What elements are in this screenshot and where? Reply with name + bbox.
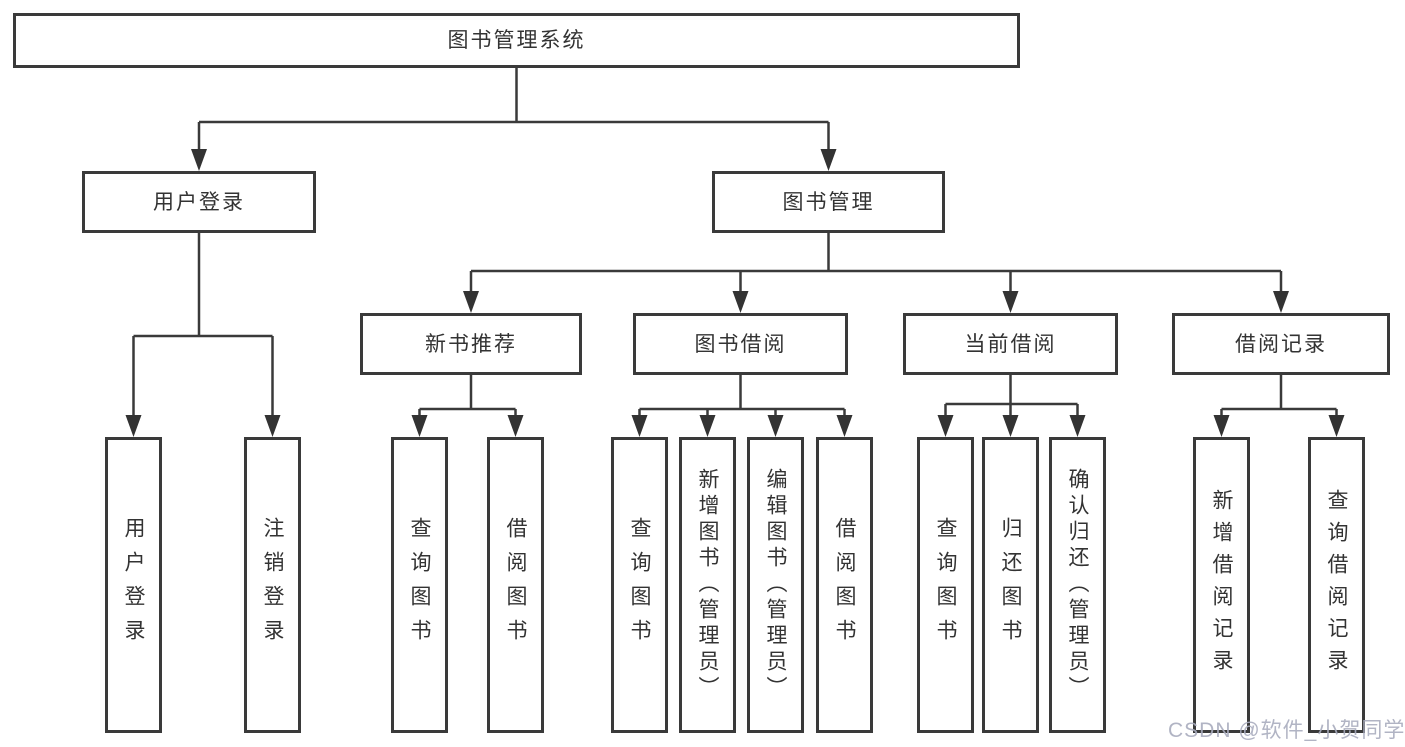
node-book-borrow-label: 图书借阅 [694, 332, 787, 356]
leaf-records-query: 查询借阅记录 [1308, 437, 1365, 733]
leaf-current-return-label: 归还图书 [999, 517, 1022, 653]
leaf-current-query-label: 查询图书 [934, 517, 957, 653]
connector-bookmgmt-to-level3 [463, 233, 1289, 313]
leaf-current-return: 归还图书 [982, 437, 1039, 733]
node-book-management-label: 图书管理 [782, 190, 875, 214]
connector-newbooks-to-leaves [411, 375, 524, 437]
node-new-book-recommend-label: 新书推荐 [425, 332, 517, 356]
leaf-borrow-query: 查询图书 [611, 437, 668, 733]
leaf-newbook-borrow: 借阅图书 [487, 437, 544, 733]
leaf-borrow-borrow-label: 借阅图书 [833, 517, 856, 653]
leaf-borrow-add-admin: 新增图书（管理员） [679, 437, 736, 733]
leaf-newbook-query-label: 查询图书 [408, 517, 431, 653]
leaf-records-query-label: 查询借阅记录 [1325, 489, 1348, 681]
leaf-current-confirm-admin: 确认归还（管理员） [1049, 437, 1106, 733]
leaf-newbook-borrow-label: 借阅图书 [504, 517, 527, 653]
leaf-newbook-query: 查询图书 [391, 437, 448, 733]
leaf-current-query: 查询图书 [917, 437, 974, 733]
node-borrow-records-label: 借阅记录 [1235, 332, 1327, 356]
node-user-login-label: 用户登录 [153, 190, 245, 214]
node-new-book-recommend: 新书推荐 [360, 313, 582, 375]
csdn-watermark: CSDN @软件_小贺同学 [1168, 719, 1405, 742]
connector-userlogin-to-leaves [125, 233, 281, 437]
leaf-user-login: 用户登录 [105, 437, 162, 733]
node-root-label: 图书管理系统 [447, 29, 586, 52]
leaf-user-login-label: 用户登录 [122, 517, 145, 653]
leaf-records-add-label: 新增借阅记录 [1210, 489, 1233, 681]
connector-bookborrow-to-leaves [631, 375, 853, 437]
leaf-borrow-add-admin-label: 新增图书（管理员） [696, 468, 719, 702]
leaf-current-confirm-admin-label: 确认归还（管理员） [1066, 468, 1089, 702]
node-current-borrow-label: 当前借阅 [964, 332, 1057, 356]
node-borrow-records: 借阅记录 [1172, 313, 1390, 375]
leaf-logout-label: 注销登录 [261, 517, 284, 653]
connector-root-to-level2 [191, 68, 837, 171]
node-current-borrow: 当前借阅 [903, 313, 1118, 375]
leaf-records-add: 新增借阅记录 [1193, 437, 1250, 733]
leaf-borrow-edit-admin: 编辑图书（管理员） [747, 437, 804, 733]
connector-records-to-leaves [1213, 375, 1345, 437]
node-book-borrow: 图书借阅 [633, 313, 848, 375]
node-root: 图书管理系统 [13, 13, 1020, 68]
leaf-borrow-edit-admin-label: 编辑图书（管理员） [764, 468, 787, 702]
leaf-logout: 注销登录 [244, 437, 301, 733]
leaf-borrow-borrow: 借阅图书 [816, 437, 873, 733]
node-book-management: 图书管理 [712, 171, 945, 233]
connector-currentborrow-to-leaves [937, 375, 1086, 437]
leaf-borrow-query-label: 查询图书 [628, 517, 651, 653]
node-user-login: 用户登录 [82, 171, 316, 233]
